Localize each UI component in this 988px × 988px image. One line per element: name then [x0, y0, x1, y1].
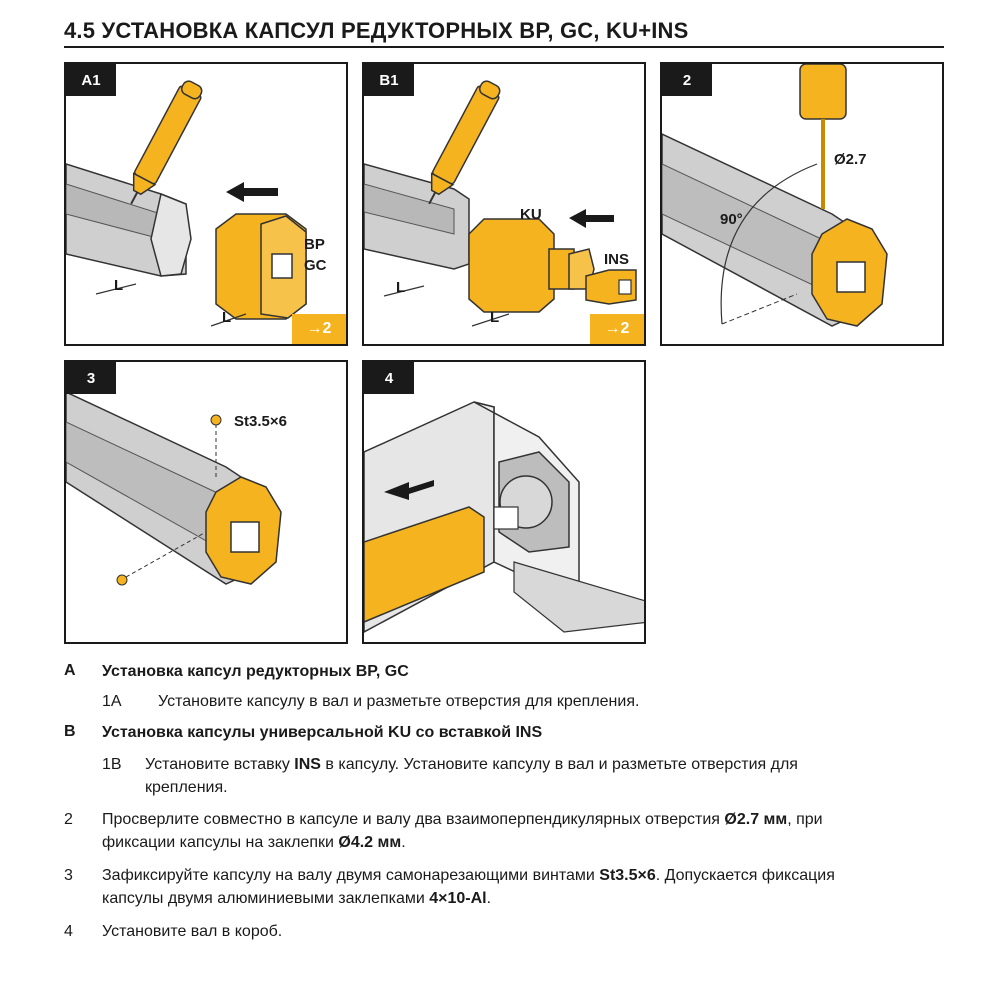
- panel-3: 3 St3.5×6: [64, 360, 348, 644]
- panel-tag: 3: [66, 362, 116, 394]
- panel-4: 4: [362, 360, 646, 644]
- step-text-4: Установите вал в короб.: [102, 923, 283, 940]
- step-key-3: 3: [64, 867, 73, 884]
- illustration-b1: KU INS L L: [364, 80, 637, 327]
- step-text-1b: Установите вставку INS в капсулу. Устано…: [145, 756, 798, 796]
- label-gc: GC: [304, 257, 327, 274]
- title-rule: [64, 46, 944, 48]
- step-key-1b: 1B: [102, 756, 122, 773]
- page-title: 4.5 УСТАНОВКА КАПСУЛ РЕДУКТОРНЫХ BP, GC,…: [64, 18, 689, 43]
- illustration-a1: BP GC L L: [66, 80, 327, 327]
- step-heading-a: Установка капсул редукторных BP, GC: [102, 663, 409, 680]
- step-heading-b: Установка капсулы универсальной KU со вс…: [102, 724, 543, 741]
- label-bp: BP: [304, 236, 325, 253]
- label-l: L: [222, 309, 231, 326]
- panel-tag: B1: [364, 64, 414, 96]
- step-key-4: 4: [64, 923, 73, 940]
- illustration-4: [364, 401, 644, 633]
- step-key-2: 2: [64, 811, 73, 828]
- step-text-2: Просверлите совместно в капсуле и валу д…: [102, 811, 823, 851]
- label-l: L: [396, 279, 405, 296]
- step-key-b: B: [64, 723, 76, 740]
- label-ins: INS: [604, 251, 629, 268]
- step-key-a: A: [64, 662, 76, 679]
- step-text-3: Зафиксируйте капсулу на валу двумя самон…: [102, 867, 835, 907]
- next-step-badge: →2: [292, 314, 346, 344]
- panel-a1: A1 BP GC L L →2: [64, 62, 348, 346]
- panel-tag: 2: [662, 64, 712, 96]
- panel-tag: 4: [364, 362, 414, 394]
- illustration-2: Ø2.7 90°: [662, 64, 888, 327]
- step-key-1a: 1A: [102, 693, 122, 710]
- panel-tag: A1: [66, 64, 116, 96]
- label-screw: St3.5×6: [234, 413, 287, 430]
- panel-b1: B1 KU INS L L →2: [362, 62, 646, 346]
- label-diameter: Ø2.7: [834, 151, 867, 168]
- label-angle: 90°: [720, 211, 743, 228]
- label-l: L: [114, 277, 123, 294]
- illustration-3: St3.5×6: [66, 391, 287, 586]
- label-l: L: [490, 309, 499, 326]
- label-ku: KU: [520, 206, 542, 223]
- step-text-1a: Установите капсулу в вал и разметьте отв…: [158, 693, 640, 710]
- panel-2: 2 Ø2.7 90°: [660, 62, 944, 346]
- next-step-badge: →2: [590, 314, 644, 344]
